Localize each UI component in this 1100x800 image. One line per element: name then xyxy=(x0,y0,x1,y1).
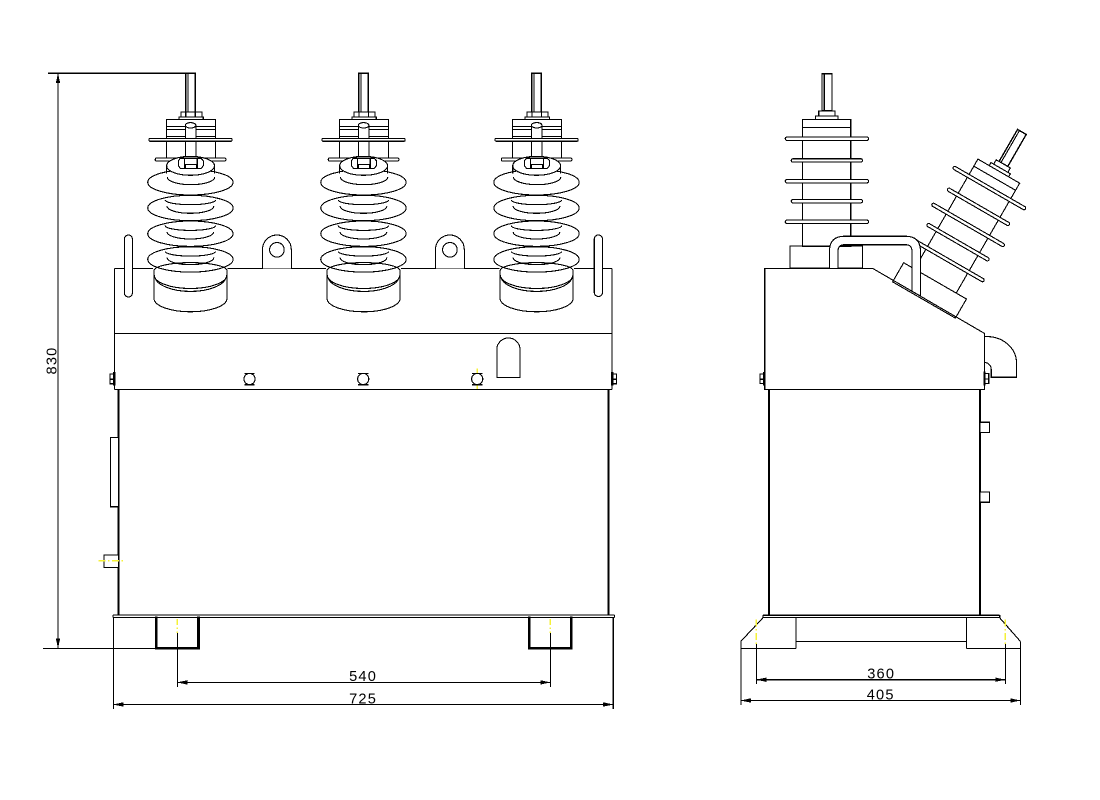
svg-text:405: 405 xyxy=(867,687,895,703)
svg-text:725: 725 xyxy=(349,692,377,708)
svg-text:360: 360 xyxy=(867,666,895,682)
svg-text:830: 830 xyxy=(45,347,61,375)
svg-text:540: 540 xyxy=(349,669,377,685)
